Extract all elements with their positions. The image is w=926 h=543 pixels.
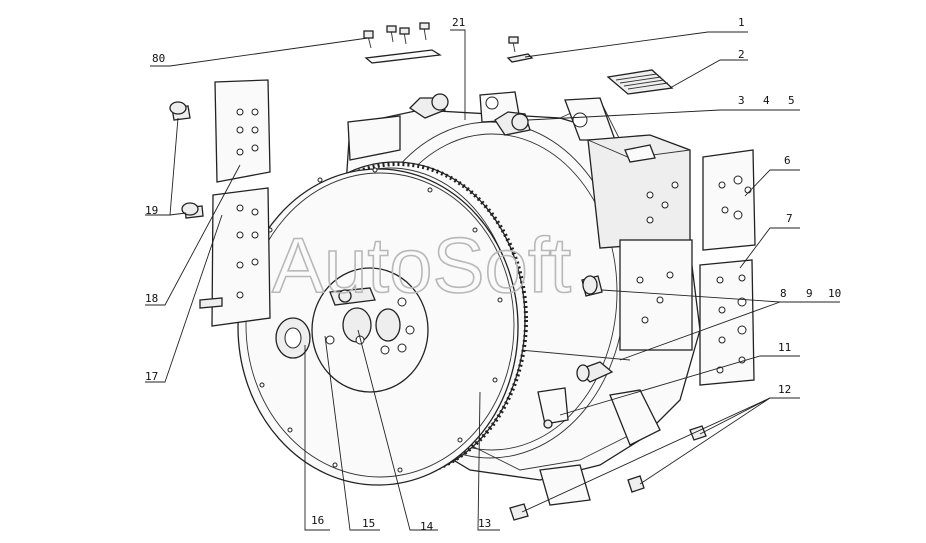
pilot-bearing bbox=[275, 317, 311, 359]
label-19: 19 bbox=[145, 204, 158, 217]
leader-lines bbox=[145, 29, 840, 531]
label-1: 1 bbox=[738, 16, 745, 29]
housing-top-bolts bbox=[408, 93, 531, 136]
small-bolt-21 bbox=[508, 36, 519, 53]
label-13: 13 bbox=[478, 517, 491, 530]
label-9: 9 bbox=[806, 287, 813, 300]
washer-1 bbox=[506, 53, 534, 63]
clips-12 bbox=[509, 425, 707, 521]
label-18: 18 bbox=[145, 292, 158, 305]
label-17: 17 bbox=[145, 370, 158, 383]
bolt-19-lower bbox=[181, 202, 204, 219]
label-8: 8 bbox=[780, 287, 787, 300]
housing-top-block bbox=[347, 115, 401, 161]
label-5: 5 bbox=[788, 94, 795, 107]
left-plate-upper bbox=[214, 79, 271, 183]
top-bolt-set-20 bbox=[363, 22, 442, 64]
label-11: 11 bbox=[778, 341, 791, 354]
label-3: 3 bbox=[738, 94, 745, 107]
label-7: 7 bbox=[786, 212, 793, 225]
flywheel-hub bbox=[311, 267, 429, 393]
label-16: 16 bbox=[311, 514, 324, 527]
vent-plate-2 bbox=[606, 69, 674, 95]
watermark-text: AutoSoft bbox=[272, 221, 572, 309]
left-plate-lower bbox=[199, 187, 271, 327]
label-20: 80 bbox=[152, 52, 165, 65]
right-plate-lower bbox=[699, 259, 755, 386]
label-2: 2 bbox=[738, 48, 745, 61]
label-12: 12 bbox=[778, 383, 791, 396]
label-4: 4 bbox=[763, 94, 770, 107]
label-21: 21 bbox=[452, 16, 465, 29]
bolt-19-upper bbox=[169, 101, 191, 121]
label-6: 6 bbox=[784, 154, 791, 167]
label-15: 15 bbox=[362, 517, 375, 530]
label-14: 14 bbox=[420, 520, 434, 533]
label-10: 10 bbox=[828, 287, 841, 300]
right-plate-upper bbox=[702, 149, 756, 251]
callout-labels: 1 2 3 4 5 6 7 8 9 10 11 12 13 14 15 16 1… bbox=[145, 16, 841, 533]
bolts-8-9-10 bbox=[581, 275, 603, 297]
